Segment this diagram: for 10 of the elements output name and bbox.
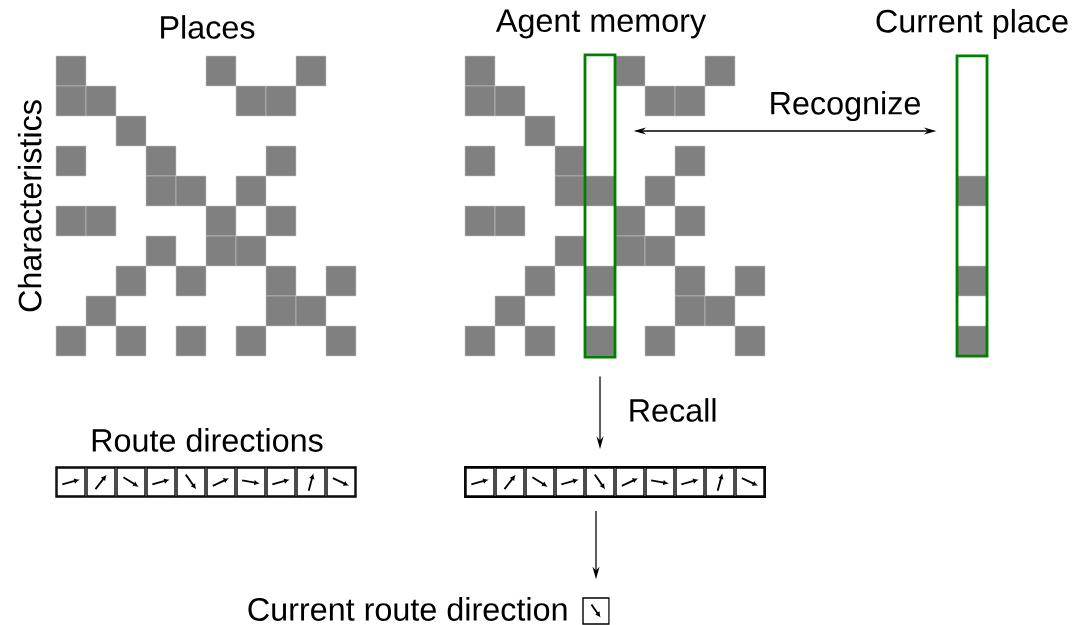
heading: Route directions (92, 428, 323, 452)
edge-label: Recall (626, 396, 719, 424)
node-label: Current route direction (248, 597, 567, 621)
heading: Places (161, 15, 255, 39)
direction-strip-drawing (464, 466, 766, 498)
column-box (583, 53, 617, 359)
axis-label: Characteristics (17, 100, 42, 312)
edge-label: Recognize (767, 89, 923, 123)
heading: Current place (876, 8, 1068, 40)
heading: Agent memory (495, 9, 707, 39)
